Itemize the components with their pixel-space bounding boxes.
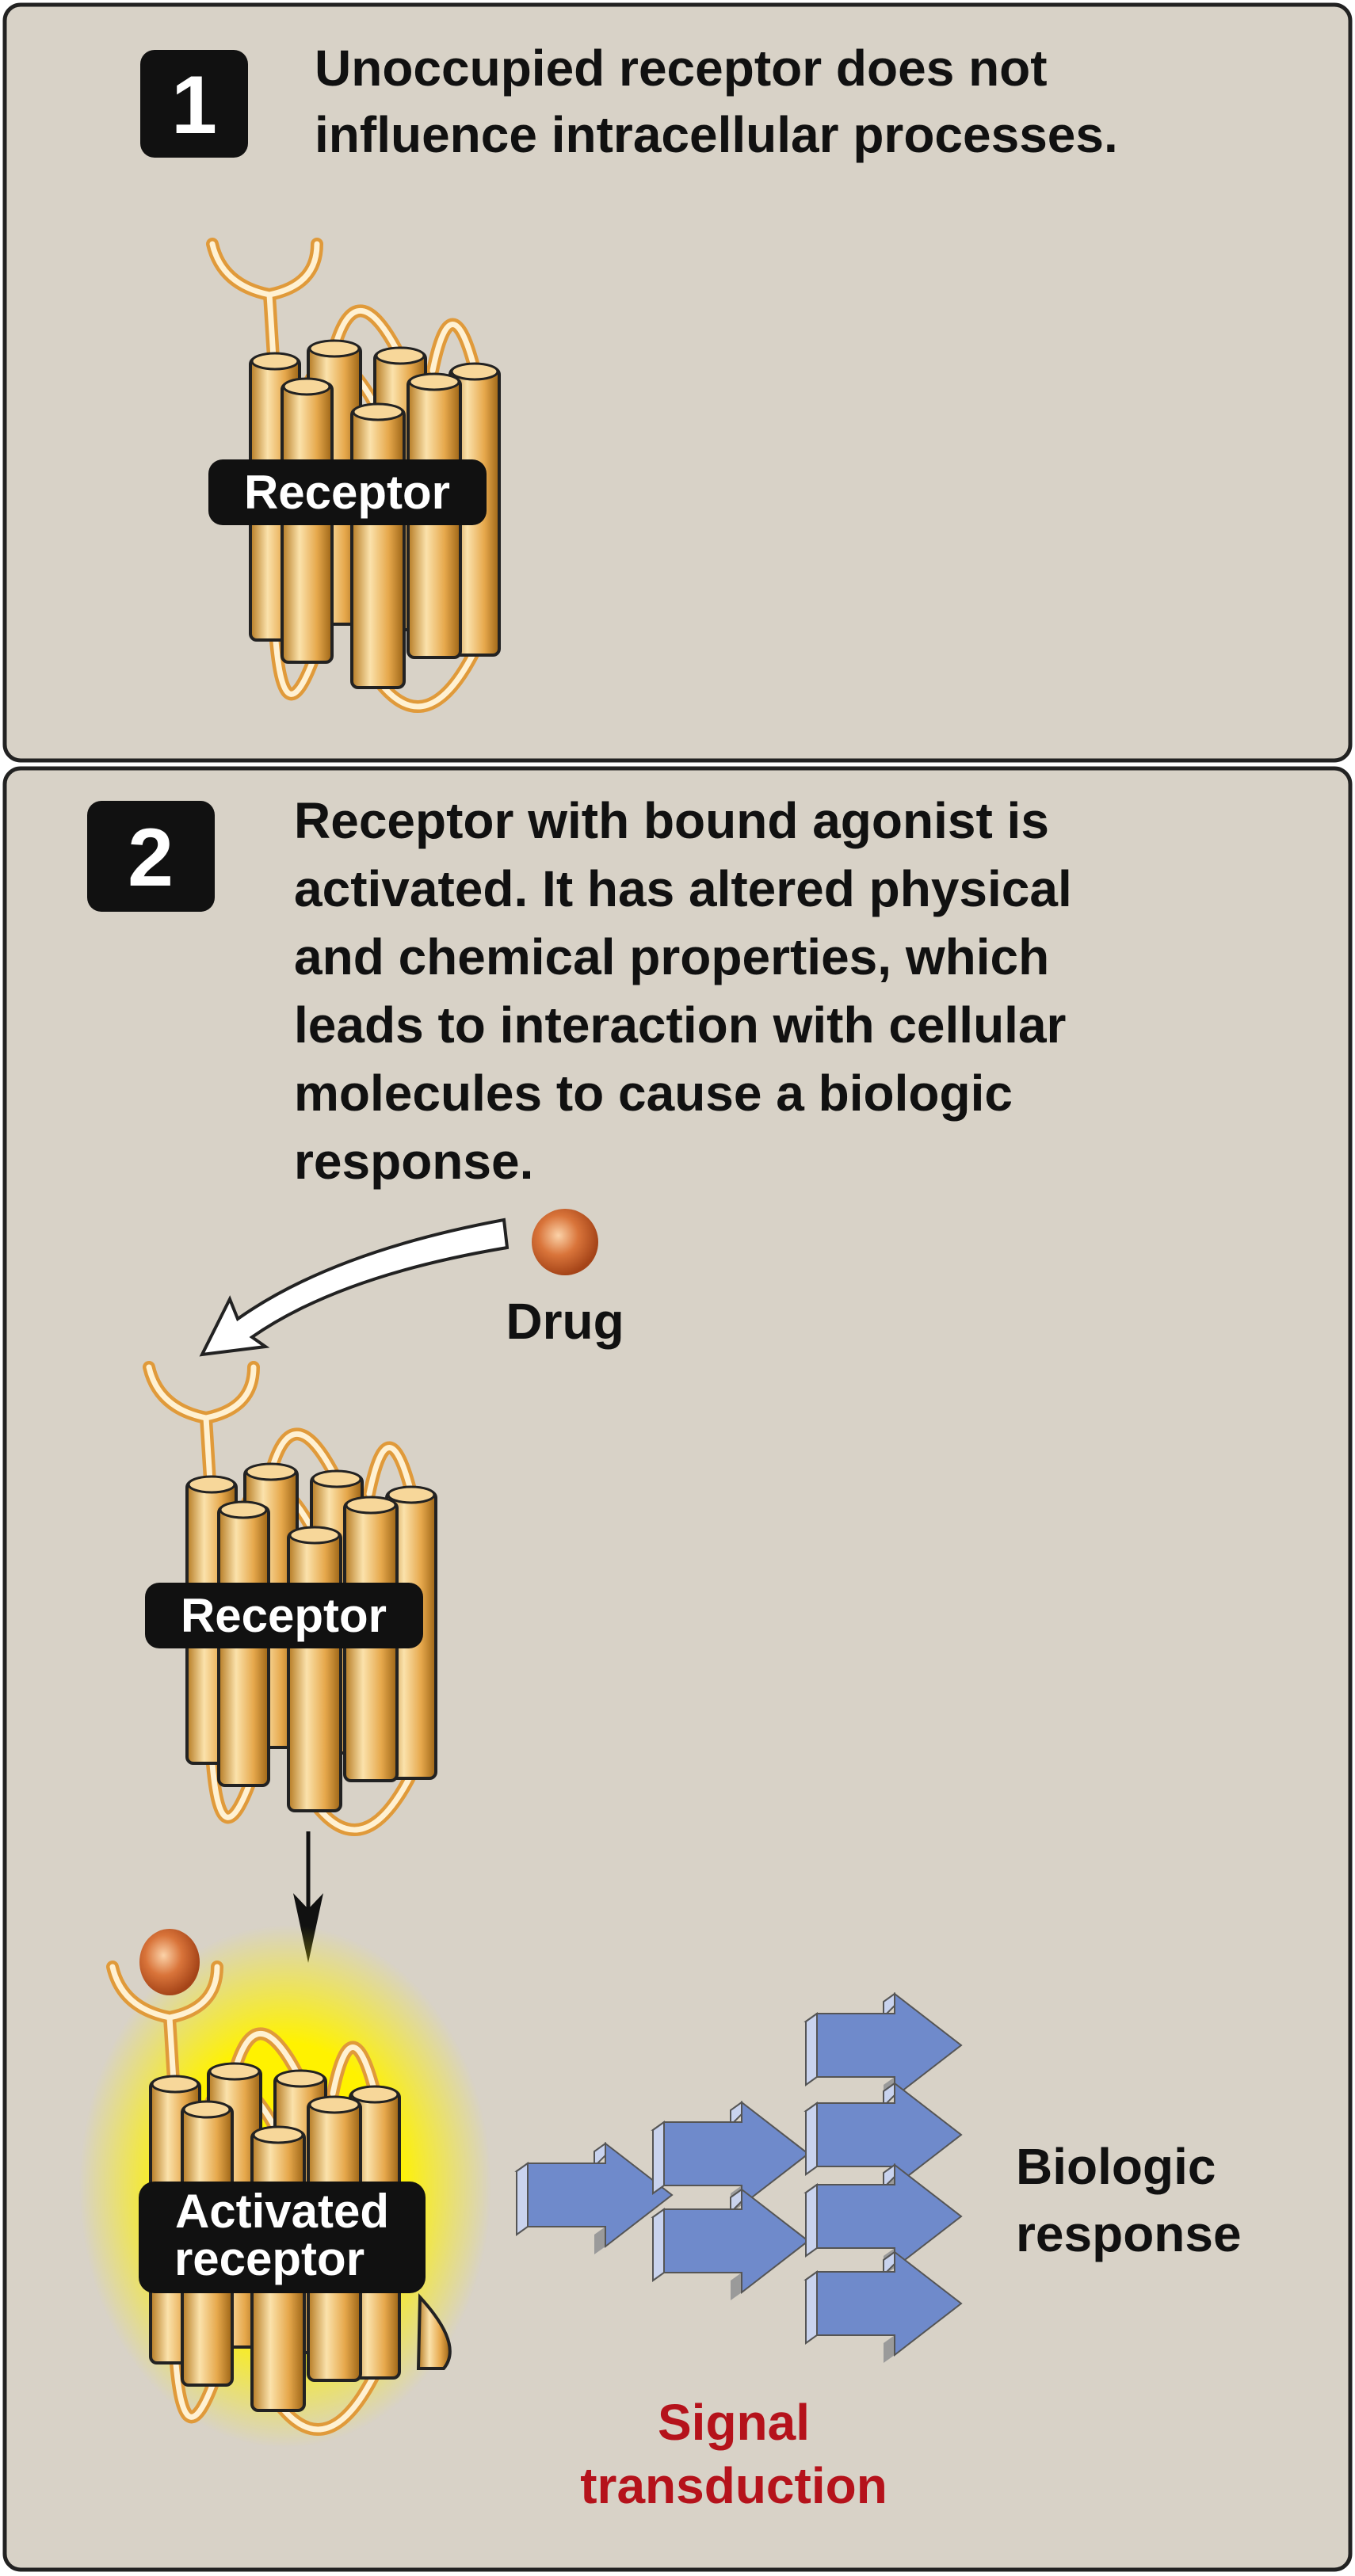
panel-2-text-line: molecules to cause a biologic bbox=[294, 1065, 1013, 1122]
signal-transduction-label-line: transduction bbox=[580, 2457, 887, 2514]
receptor-label: Receptor bbox=[181, 1589, 387, 1642]
step-2-badge bbox=[87, 801, 215, 912]
binding-arrow-icon bbox=[199, 1218, 510, 1357]
activated-receptor-label-line: Activated bbox=[175, 2185, 389, 2238]
panel-2-text-line: and chemical properties, which bbox=[294, 928, 1049, 985]
activated-receptor-label-line: receptor bbox=[174, 2232, 365, 2285]
drug-molecule-icon bbox=[532, 1209, 598, 1275]
panel-1-text-line: Unoccupied receptor does not bbox=[315, 40, 1048, 97]
step-1-number: 1 bbox=[171, 59, 217, 151]
biologic-response-label-line: response bbox=[1016, 2205, 1242, 2262]
panel-1-text-line: influence intracellular processes. bbox=[315, 106, 1118, 163]
signal-transduction-label-line: Signal bbox=[658, 2394, 810, 2451]
panel-2-text-line: Receptor with bound agonist is bbox=[294, 792, 1049, 849]
receptor-label-box bbox=[145, 1583, 423, 1648]
panel-2-text-line: response. bbox=[294, 1133, 533, 1190]
step-2-number: 2 bbox=[128, 812, 174, 904]
step-1-badge bbox=[140, 50, 248, 158]
panel-step-2: 2 Receptor with bound agonist is activat… bbox=[2, 766, 1353, 2572]
drug-label: Drug bbox=[506, 1293, 624, 1350]
panel-2-text-line: leads to interaction with cellular bbox=[294, 996, 1066, 1054]
activated-receptor-bulge bbox=[416, 2292, 452, 2370]
receptor-label-box bbox=[208, 459, 487, 525]
panel-step-1: 1 Unoccupied receptor does not influence… bbox=[2, 2, 1353, 763]
panel-2-text-line: activated. It has altered physical bbox=[294, 860, 1072, 917]
activated-receptor-label-box bbox=[139, 2182, 426, 2293]
bound-drug-molecule-icon bbox=[139, 1929, 200, 1995]
biologic-response-label-line: Biologic bbox=[1016, 2138, 1216, 2195]
receptor-label: Receptor bbox=[244, 466, 450, 519]
